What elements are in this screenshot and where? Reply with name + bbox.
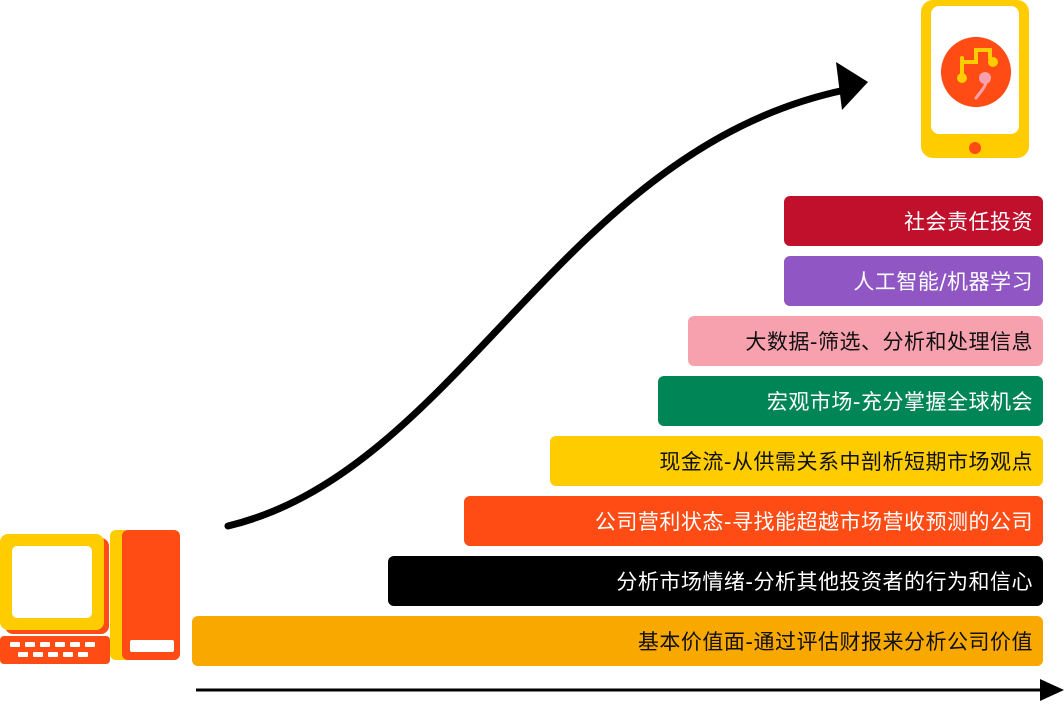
step-label: 分析市场情绪-分析其他投资者的行为和信心 (616, 570, 1033, 594)
step-bar-4: 宏观市场-充分掌握全球机会 (658, 376, 1043, 426)
step-bar-3: 大数据-筛选、分析和处理信息 (688, 316, 1043, 366)
step-bar-7: 分析市场情绪-分析其他投资者的行为和信心 (388, 556, 1043, 606)
step-bar-8: 基本价值面-通过评估财报来分析公司价值 (192, 616, 1043, 666)
step-label: 社会责任投资 (904, 210, 1033, 234)
step-label: 现金流-从供需关系中剖析短期市场观点 (659, 450, 1033, 474)
step-label: 公司营利状态-寻找能超越市场营收预测的公司 (594, 510, 1033, 534)
step-bar-6: 公司营利状态-寻找能超越市场营收预测的公司 (464, 496, 1043, 546)
step-bar-2: 人工智能/机器学习 (784, 256, 1043, 306)
step-label: 基本价值面-通过评估财报来分析公司价值 (637, 630, 1033, 654)
step-label: 人工智能/机器学习 (853, 270, 1033, 294)
step-bar-5: 现金流-从供需关系中剖析短期市场观点 (550, 436, 1043, 486)
step-bar-1: 社会责任投资 (784, 196, 1043, 246)
step-label: 宏观市场-充分掌握全球机会 (766, 390, 1033, 414)
step-label: 大数据-筛选、分析和处理信息 (745, 330, 1033, 354)
